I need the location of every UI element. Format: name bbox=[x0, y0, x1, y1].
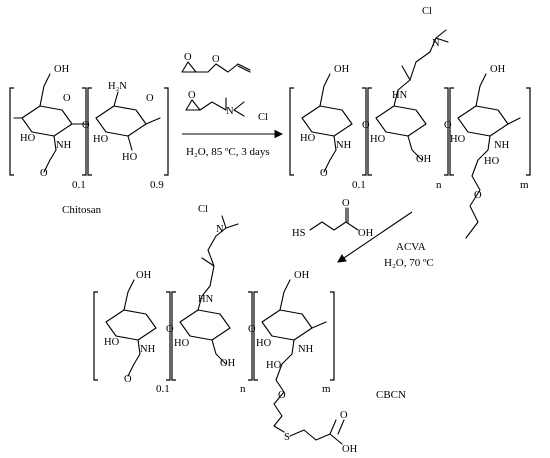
atom-acid-oh: OH bbox=[342, 444, 358, 455]
atom-quat-n: N bbox=[216, 224, 224, 235]
step1-conditions: H₂O, 85 ºC, 3 days bbox=[186, 146, 270, 158]
atom-nh: NH bbox=[56, 140, 72, 151]
atom-hs: HS bbox=[292, 228, 306, 239]
atom-oh-b: OH bbox=[416, 154, 432, 165]
atom-ho: HO bbox=[104, 337, 120, 348]
chitosan-label: Chitosan bbox=[62, 204, 102, 216]
atom-thioether-s: S bbox=[284, 432, 290, 443]
atom-ho-3: HO bbox=[93, 134, 109, 145]
step2-initiator: ACVA bbox=[396, 241, 426, 253]
atom-nh: NH bbox=[336, 140, 352, 151]
atom-oh: OH bbox=[54, 64, 70, 75]
atom-oh-c: OH bbox=[490, 64, 506, 75]
intermediate-subscript-allyl: m bbox=[520, 179, 529, 191]
atom-nh-c: NH bbox=[298, 344, 314, 355]
atom-carbonyl-o: O bbox=[40, 168, 48, 179]
atom-nh-c: NH bbox=[494, 140, 510, 151]
atom-ho-c: HO bbox=[256, 338, 272, 349]
intermediate-subscript-quaternized: n bbox=[436, 179, 442, 191]
atom-carbonyl-o: O bbox=[124, 374, 132, 385]
atom-ho: HO bbox=[20, 133, 36, 144]
chitosan-fraction-acetylated: 0.1 bbox=[72, 179, 86, 191]
atom-acid-o: O bbox=[342, 198, 350, 209]
chitosan-bracket-1-right bbox=[82, 87, 87, 176]
atom-glycosidic-o-2: O bbox=[444, 120, 452, 131]
product-subscript-thiol-ene: m bbox=[322, 383, 331, 395]
product-subscript-acetylated: 0.1 bbox=[156, 383, 170, 395]
atom-acid-o: O bbox=[340, 410, 348, 421]
atom-ring-o: O bbox=[63, 93, 71, 104]
atom-oh: OH bbox=[136, 270, 152, 281]
atom-glycosidic-o: O bbox=[82, 120, 90, 131]
atom-hn: HN bbox=[392, 90, 408, 101]
atom-ho: HO bbox=[300, 133, 316, 144]
chitosan-bracket-2-right bbox=[164, 87, 169, 176]
step2-conditions: H₂O, 70 ºC bbox=[384, 257, 434, 269]
chitosan-bracket-2-left bbox=[87, 87, 92, 176]
atom-quat-n: N bbox=[226, 106, 234, 117]
atom-oh-b: OH bbox=[220, 358, 236, 369]
atom-ho-chain: HO bbox=[484, 156, 500, 167]
step2-arrow bbox=[337, 211, 413, 263]
atom-quat-n: N bbox=[432, 38, 440, 49]
atom-glycosidic-o-2: O bbox=[248, 324, 256, 335]
cbcn-label: CBCN bbox=[376, 389, 406, 401]
atom-hn: HN bbox=[198, 294, 214, 305]
atom-ho-chain: HO bbox=[266, 360, 282, 371]
counterion-cl-step1: Cl bbox=[258, 112, 268, 123]
atom-ho-b: HO bbox=[174, 338, 190, 349]
atom-nh2: H₂N bbox=[108, 81, 127, 92]
chitosan-bracket-1-left bbox=[9, 87, 14, 176]
atom-ring-o-2: O bbox=[146, 93, 154, 104]
product-subscript-quaternized: n bbox=[240, 383, 246, 395]
chitosan-fraction-deacetylated: 0.9 bbox=[150, 179, 164, 191]
intermediate-structure: OH HO NH O O HN N Cl HO OH O OH HO NH HO… bbox=[289, 6, 531, 239]
atom-glycosidic-o: O bbox=[166, 324, 174, 335]
atom-ether-o: O bbox=[278, 390, 286, 401]
atom-ho-c: HO bbox=[450, 134, 466, 145]
atom-oh: OH bbox=[334, 64, 350, 75]
step2-reagents: HS O OH ACVA H₂O, 70 ºC bbox=[292, 198, 434, 269]
step1-reagents: O O N O Cl H₂O, 85 ºC, 3 days bbox=[181, 52, 284, 158]
atom-oh-c: OH bbox=[294, 270, 310, 281]
atom-epoxide-o-2: O bbox=[188, 90, 196, 101]
atom-glycosidic-o: O bbox=[362, 120, 370, 131]
atom-carbonyl-o: O bbox=[320, 168, 328, 179]
atom-epoxide-o: O bbox=[184, 52, 192, 63]
chitosan-structure: OH O HO NH O O H₂N O HO HO 0.1 0.9 Chito… bbox=[9, 64, 169, 216]
atom-acid-oh: OH bbox=[358, 228, 374, 239]
atom-ether-o: O bbox=[474, 190, 482, 201]
cbcn-structure: OH HO NH O O HN N Cl HO OH O OH HO NH HO… bbox=[93, 204, 406, 455]
intermediate-subscript-acetylated: 0.1 bbox=[352, 179, 366, 191]
atom-nh: NH bbox=[140, 344, 156, 355]
counterion-cl: Cl bbox=[422, 6, 432, 17]
atom-ho-2: HO bbox=[122, 152, 138, 163]
counterion-cl: Cl bbox=[198, 204, 208, 215]
atom-ho-b: HO bbox=[370, 134, 386, 145]
atom-ether-o: O bbox=[212, 54, 220, 65]
